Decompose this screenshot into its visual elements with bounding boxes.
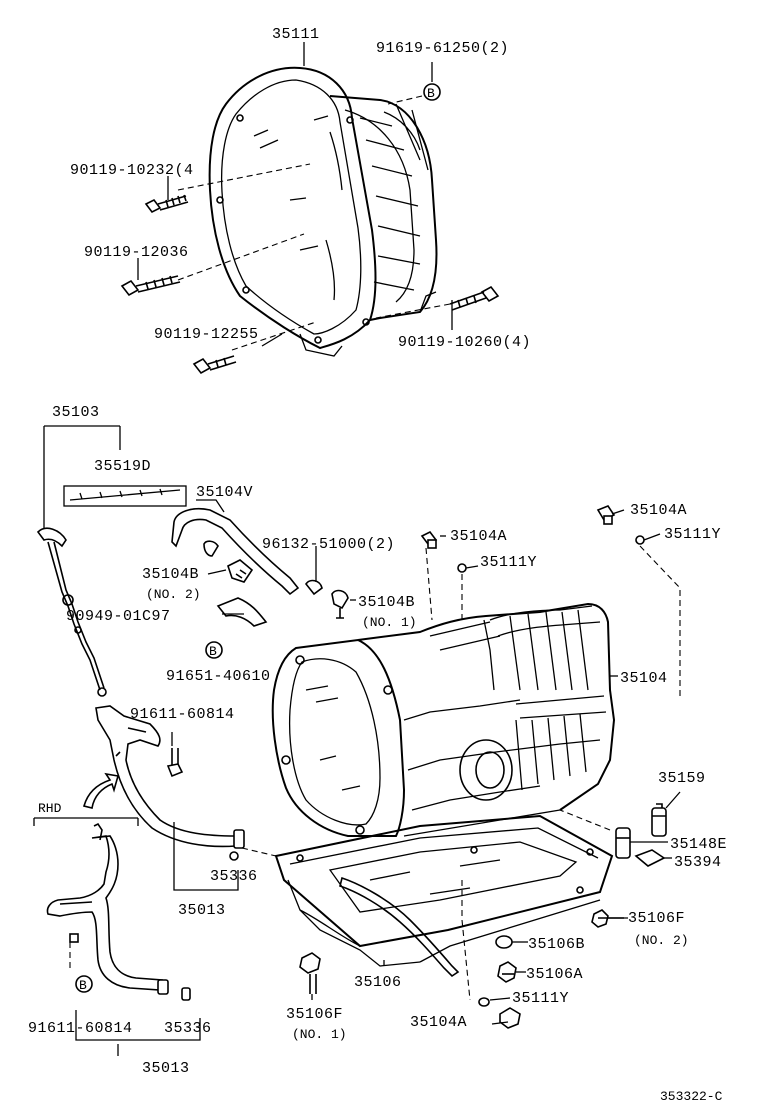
ref-b-3: B — [79, 978, 87, 993]
label-35013-top: 35013 — [178, 902, 226, 919]
label-35104: 35104 — [620, 670, 668, 687]
label-35104b-no2-sub: (NO. 2) — [146, 587, 201, 602]
label-91619-61250: 91619-61250(2) — [376, 40, 509, 57]
label-35519d: 35519D — [94, 458, 151, 475]
label-35013-bottom: 35013 — [142, 1060, 190, 1077]
figure-number: 353322-C — [660, 1089, 723, 1104]
oring-35111y-2 — [635, 535, 645, 545]
label-35148e: 35148E — [670, 836, 727, 853]
rhd-arrow — [83, 772, 120, 809]
label-35104a-right: 35104A — [630, 502, 687, 519]
label-35106b: 35106B — [528, 936, 585, 953]
label-90119-10260: 90119-10260(4) — [398, 334, 531, 351]
drain-plug-35106f-no1 — [299, 952, 321, 994]
filler-tube-drawing — [95, 705, 245, 849]
breather-hose-drawing — [171, 507, 323, 596]
label-91651-40610: 91651-40610 — [166, 668, 271, 685]
oring-35336-a — [229, 851, 239, 861]
housing-bolt-3 — [192, 355, 237, 375]
plug-35104a-1 — [420, 530, 438, 549]
label-91611-60814-top: 91611-60814 — [130, 706, 235, 723]
gasket-35106b — [495, 935, 513, 949]
label-35106a: 35106A — [526, 966, 583, 983]
label-35336-top: 35336 — [210, 868, 258, 885]
label-35104a-top: 35104A — [450, 528, 507, 545]
label-35104a-bottom: 35104A — [410, 1014, 467, 1031]
bolt-91611-60814-a — [166, 748, 184, 778]
switch-35148e — [615, 827, 631, 859]
hose-clip-35104b-no2 — [227, 559, 254, 583]
label-35104b-no1-sub: (NO. 1) — [362, 615, 417, 630]
label-90119-10232: 90119-10232(4 — [70, 162, 194, 179]
label-35103: 35103 — [52, 404, 100, 421]
label-35106: 35106 — [354, 974, 402, 991]
transmission-case-drawing — [271, 602, 616, 837]
label-90949-01c97: 90949-01C97 — [66, 608, 171, 625]
label-35104v: 35104V — [196, 484, 253, 501]
label-35106f-no2-sub: (NO. 2) — [634, 933, 689, 948]
plug-35106a — [497, 961, 517, 983]
label-35111y-top: 35111Y — [480, 554, 537, 571]
label-35106f-no1-sub: (NO. 1) — [292, 1027, 347, 1042]
label-35104b-no1: 35104B — [358, 594, 415, 611]
transmission-housing-drawing — [208, 66, 438, 357]
label-35111y-bottom: 35111Y — [512, 990, 569, 1007]
label-35336-bottom: 35336 — [164, 1020, 212, 1037]
ref-circle-b-3 — [75, 975, 93, 993]
housing-bolt-4 — [449, 285, 500, 311]
label-96132-51000: 96132-51000(2) — [262, 536, 395, 553]
label-35106f-no1: 35106F — [286, 1006, 343, 1023]
ref-circle-b-1 — [423, 83, 441, 101]
label-35111: 35111 — [272, 26, 320, 43]
label-rhd: RHD — [38, 801, 62, 816]
plug-35104a-3 — [499, 1007, 521, 1029]
oring-35111y-1 — [457, 563, 467, 573]
ref-b-1: B — [427, 86, 435, 101]
ref-b-2: B — [209, 644, 217, 659]
label-35111y-right: 35111Y — [664, 526, 721, 543]
oring-35111y-3 — [478, 997, 490, 1007]
label-35104b-no2: 35104B — [142, 566, 199, 583]
housing-bolt-1 — [144, 194, 189, 214]
label-91611-60814-bottom: 91611-60814 — [28, 1020, 133, 1037]
plug-35104a-2 — [596, 505, 616, 525]
label-90119-12255: 90119-12255 — [154, 326, 259, 343]
label-35159: 35159 — [658, 770, 706, 787]
clamp-90949 — [216, 597, 268, 627]
sensor-35159 — [651, 803, 667, 837]
label-90119-12036: 90119-12036 — [84, 244, 189, 261]
label-35394: 35394 — [674, 854, 722, 871]
label-35106f-no2: 35106F — [628, 910, 685, 927]
seal-35394 — [634, 849, 666, 867]
breather-plug-35104b-no1 — [331, 589, 349, 619]
dipstick-drawing — [36, 527, 107, 697]
rhd-filler-tube-drawing — [46, 822, 191, 1001]
housing-bolt-2 — [120, 275, 181, 297]
label-tag-35519d — [63, 485, 187, 507]
oil-pan-drawing — [274, 814, 614, 978]
ref-circle-b-2 — [205, 641, 223, 659]
